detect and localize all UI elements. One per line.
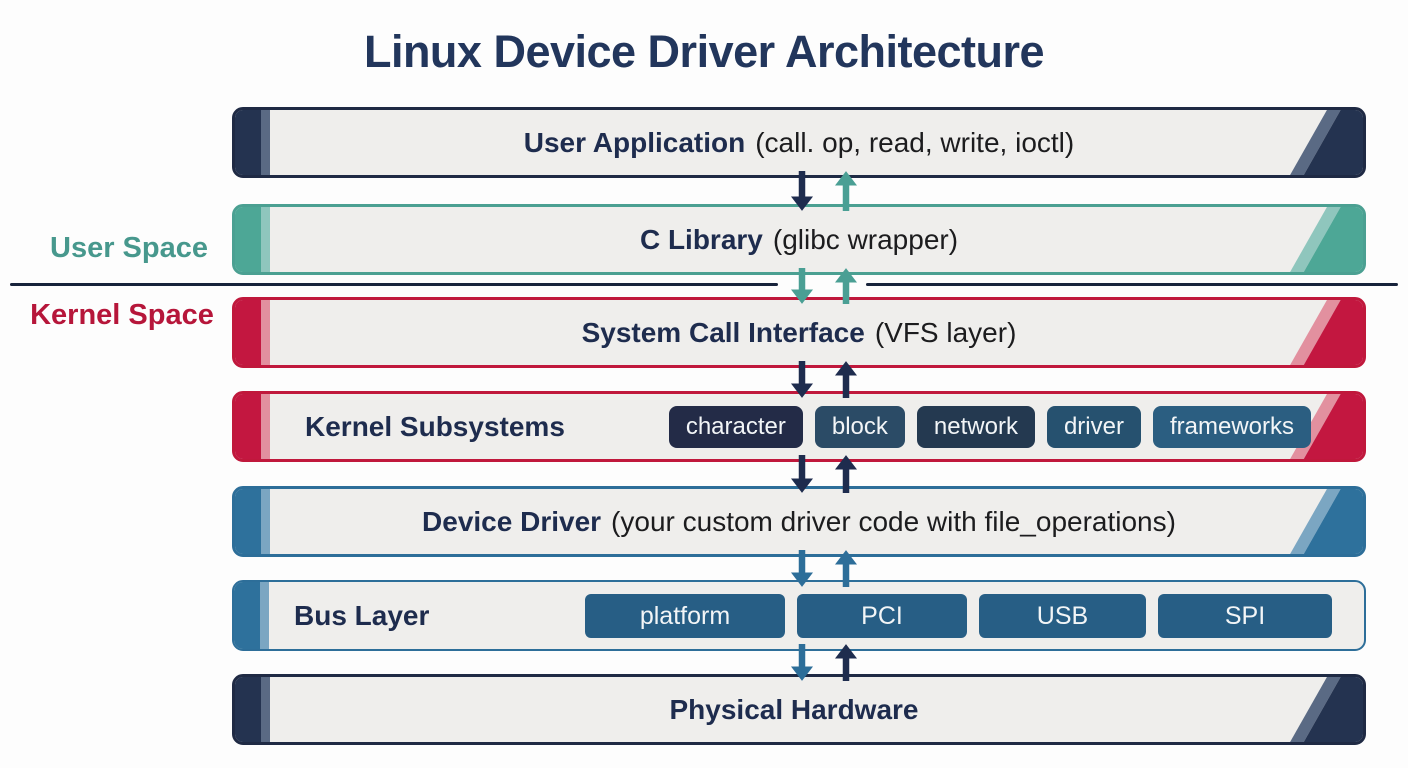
space-divider-line-right <box>866 283 1398 286</box>
kernel-space-label: Kernel Space <box>30 299 214 331</box>
down-arrow <box>790 361 814 398</box>
user-space-label: User Space <box>50 232 208 264</box>
arrow-pair-clibrary-sci <box>790 268 858 304</box>
layer-title: Physical Hardware <box>669 693 919 725</box>
down-arrow <box>790 455 814 493</box>
left-accent-tint <box>261 300 270 365</box>
layer-label: User Application (call. op, read, write,… <box>235 110 1363 175</box>
layer-physical-hardware: Physical Hardware <box>232 674 1366 745</box>
up-arrow <box>834 644 858 681</box>
left-accent-cap <box>235 207 261 272</box>
left-accent-cap <box>235 394 261 459</box>
up-arrow <box>834 171 858 211</box>
layer-c-library: C Library (glibc wrapper) <box>232 204 1366 275</box>
left-accent-cap <box>234 582 260 649</box>
down-arrow <box>790 171 814 211</box>
tag-driver: driver <box>1046 405 1141 448</box>
layer-title: C Library <box>639 223 763 255</box>
tag-block: block <box>814 405 905 448</box>
layer-label: Kernel Subsystems character block networ… <box>235 394 1363 459</box>
arrow-pair-bus-layer-hardware <box>790 644 858 681</box>
layer-title: Kernel Subsystems <box>305 410 565 442</box>
layer-label: System Call Interface (VFS layer) <box>235 300 1363 365</box>
arrow-pair-sci-kernel-subsystems <box>790 361 858 398</box>
left-accent-cap <box>235 489 261 554</box>
kernel-subsystem-tags: character block network driver framework… <box>668 405 1311 448</box>
left-accent-tint <box>261 489 270 554</box>
down-arrow <box>790 268 814 304</box>
up-arrow <box>834 361 858 398</box>
space-divider-line-left <box>10 283 778 286</box>
up-arrow <box>834 455 858 493</box>
tag-spi: SPI <box>1158 593 1332 638</box>
layer-subtitle: (VFS layer) <box>874 316 1017 348</box>
layer-label: Bus Layer platform PCI USB SPI <box>234 582 1364 649</box>
layer-label: C Library (glibc wrapper) <box>235 207 1363 272</box>
layer-device-driver: Device Driver (your custom driver code w… <box>232 486 1366 557</box>
left-accent-tint <box>261 207 270 272</box>
arrow-pair-device-driver-bus-layer <box>790 550 858 587</box>
tag-pci: PCI <box>797 593 967 638</box>
layer-bus-layer: Bus Layer platform PCI USB SPI <box>232 580 1366 651</box>
tag-character: character <box>668 405 803 448</box>
down-arrow <box>790 550 814 587</box>
tag-frameworks: frameworks <box>1152 405 1311 448</box>
bus-layer-tags: platform PCI USB SPI <box>585 593 1332 638</box>
layer-title: User Application <box>523 126 746 158</box>
tag-usb: USB <box>979 593 1146 638</box>
left-accent-tint <box>261 677 270 742</box>
up-arrow <box>834 268 858 304</box>
layer-system-call-interface: System Call Interface (VFS layer) <box>232 297 1366 368</box>
left-accent-cap <box>235 677 261 742</box>
layer-title: Device Driver <box>422 505 602 537</box>
up-arrow <box>834 550 858 587</box>
layer-user-application: User Application (call. op, read, write,… <box>232 107 1366 178</box>
layer-subtitle: (call. op, read, write, ioctl) <box>755 126 1075 158</box>
layer-kernel-subsystems: Kernel Subsystems character block networ… <box>232 391 1366 462</box>
left-accent-cap <box>235 300 261 365</box>
down-arrow <box>790 644 814 681</box>
left-accent-tint <box>261 394 270 459</box>
layer-title: Bus Layer <box>294 599 430 631</box>
layer-title: System Call Interface <box>581 316 865 348</box>
left-accent-tint <box>261 110 270 175</box>
layer-subtitle: (glibc wrapper) <box>772 223 959 255</box>
tag-platform: platform <box>585 593 785 638</box>
layer-label: Physical Hardware <box>235 677 1363 742</box>
tag-network: network <box>916 405 1035 448</box>
arrow-pair-kernel-subsystems-device-driver <box>790 455 858 493</box>
layer-subtitle: (your custom driver code with file_opera… <box>611 505 1176 537</box>
layer-label: Device Driver (your custom driver code w… <box>235 489 1363 554</box>
page-title: Linux Device Driver Architecture <box>363 26 1045 77</box>
arrow-pair-user-app-clibrary <box>790 171 858 211</box>
left-accent-cap <box>235 110 261 175</box>
left-accent-tint <box>260 582 269 649</box>
